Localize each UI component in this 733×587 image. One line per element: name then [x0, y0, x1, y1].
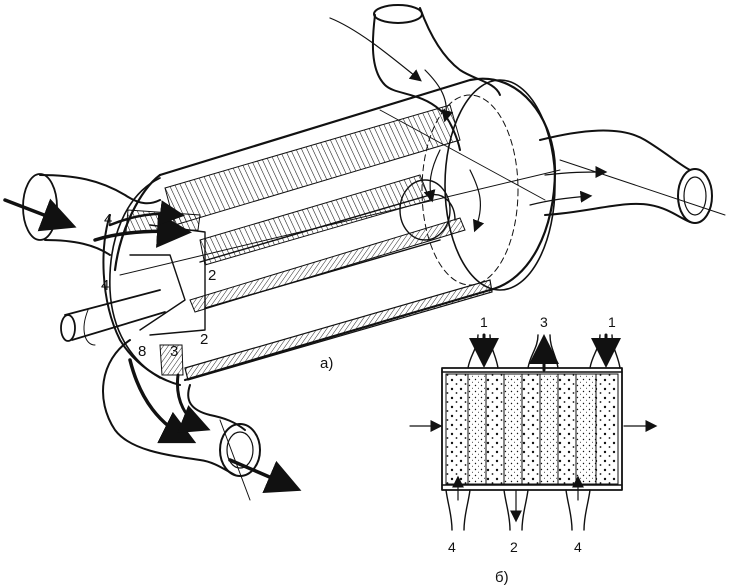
bottom-label-4-right: 4: [574, 539, 582, 555]
top-nozzles: [467, 333, 621, 372]
top-label-1-right: 1: [608, 314, 616, 330]
callout-inlet-top: 4: [104, 211, 112, 228]
callout-port-8: 8: [138, 343, 146, 360]
drive-shaft: [60, 289, 166, 346]
bottom-label-2: 2: [510, 539, 518, 555]
figure-a: 4 4 2 2 8 3 a): [3, 4, 726, 501]
bottom-outlet-pipe: [102, 339, 302, 501]
bottom-nozzles: [445, 475, 591, 531]
figure-a-caption: a): [320, 355, 333, 372]
callout-core-top: 2: [208, 267, 216, 284]
callout-inlet-left: 4: [101, 277, 109, 294]
callout-port-3: 3: [170, 343, 178, 360]
packing-columns: [445, 373, 619, 485]
right-outlet-pipe: [529, 129, 726, 224]
top-label-3: 3: [540, 314, 548, 330]
figure-b: 1 3 1 4 2 4 б): [409, 314, 658, 586]
bottom-label-4-left: 4: [448, 539, 456, 555]
figure-b-caption: б): [495, 569, 509, 586]
left-inlet-pipe: [3, 173, 192, 256]
callout-core-bottom: 2: [200, 331, 208, 348]
top-label-1-left: 1: [480, 314, 488, 330]
cylinder-body: [113, 77, 561, 382]
